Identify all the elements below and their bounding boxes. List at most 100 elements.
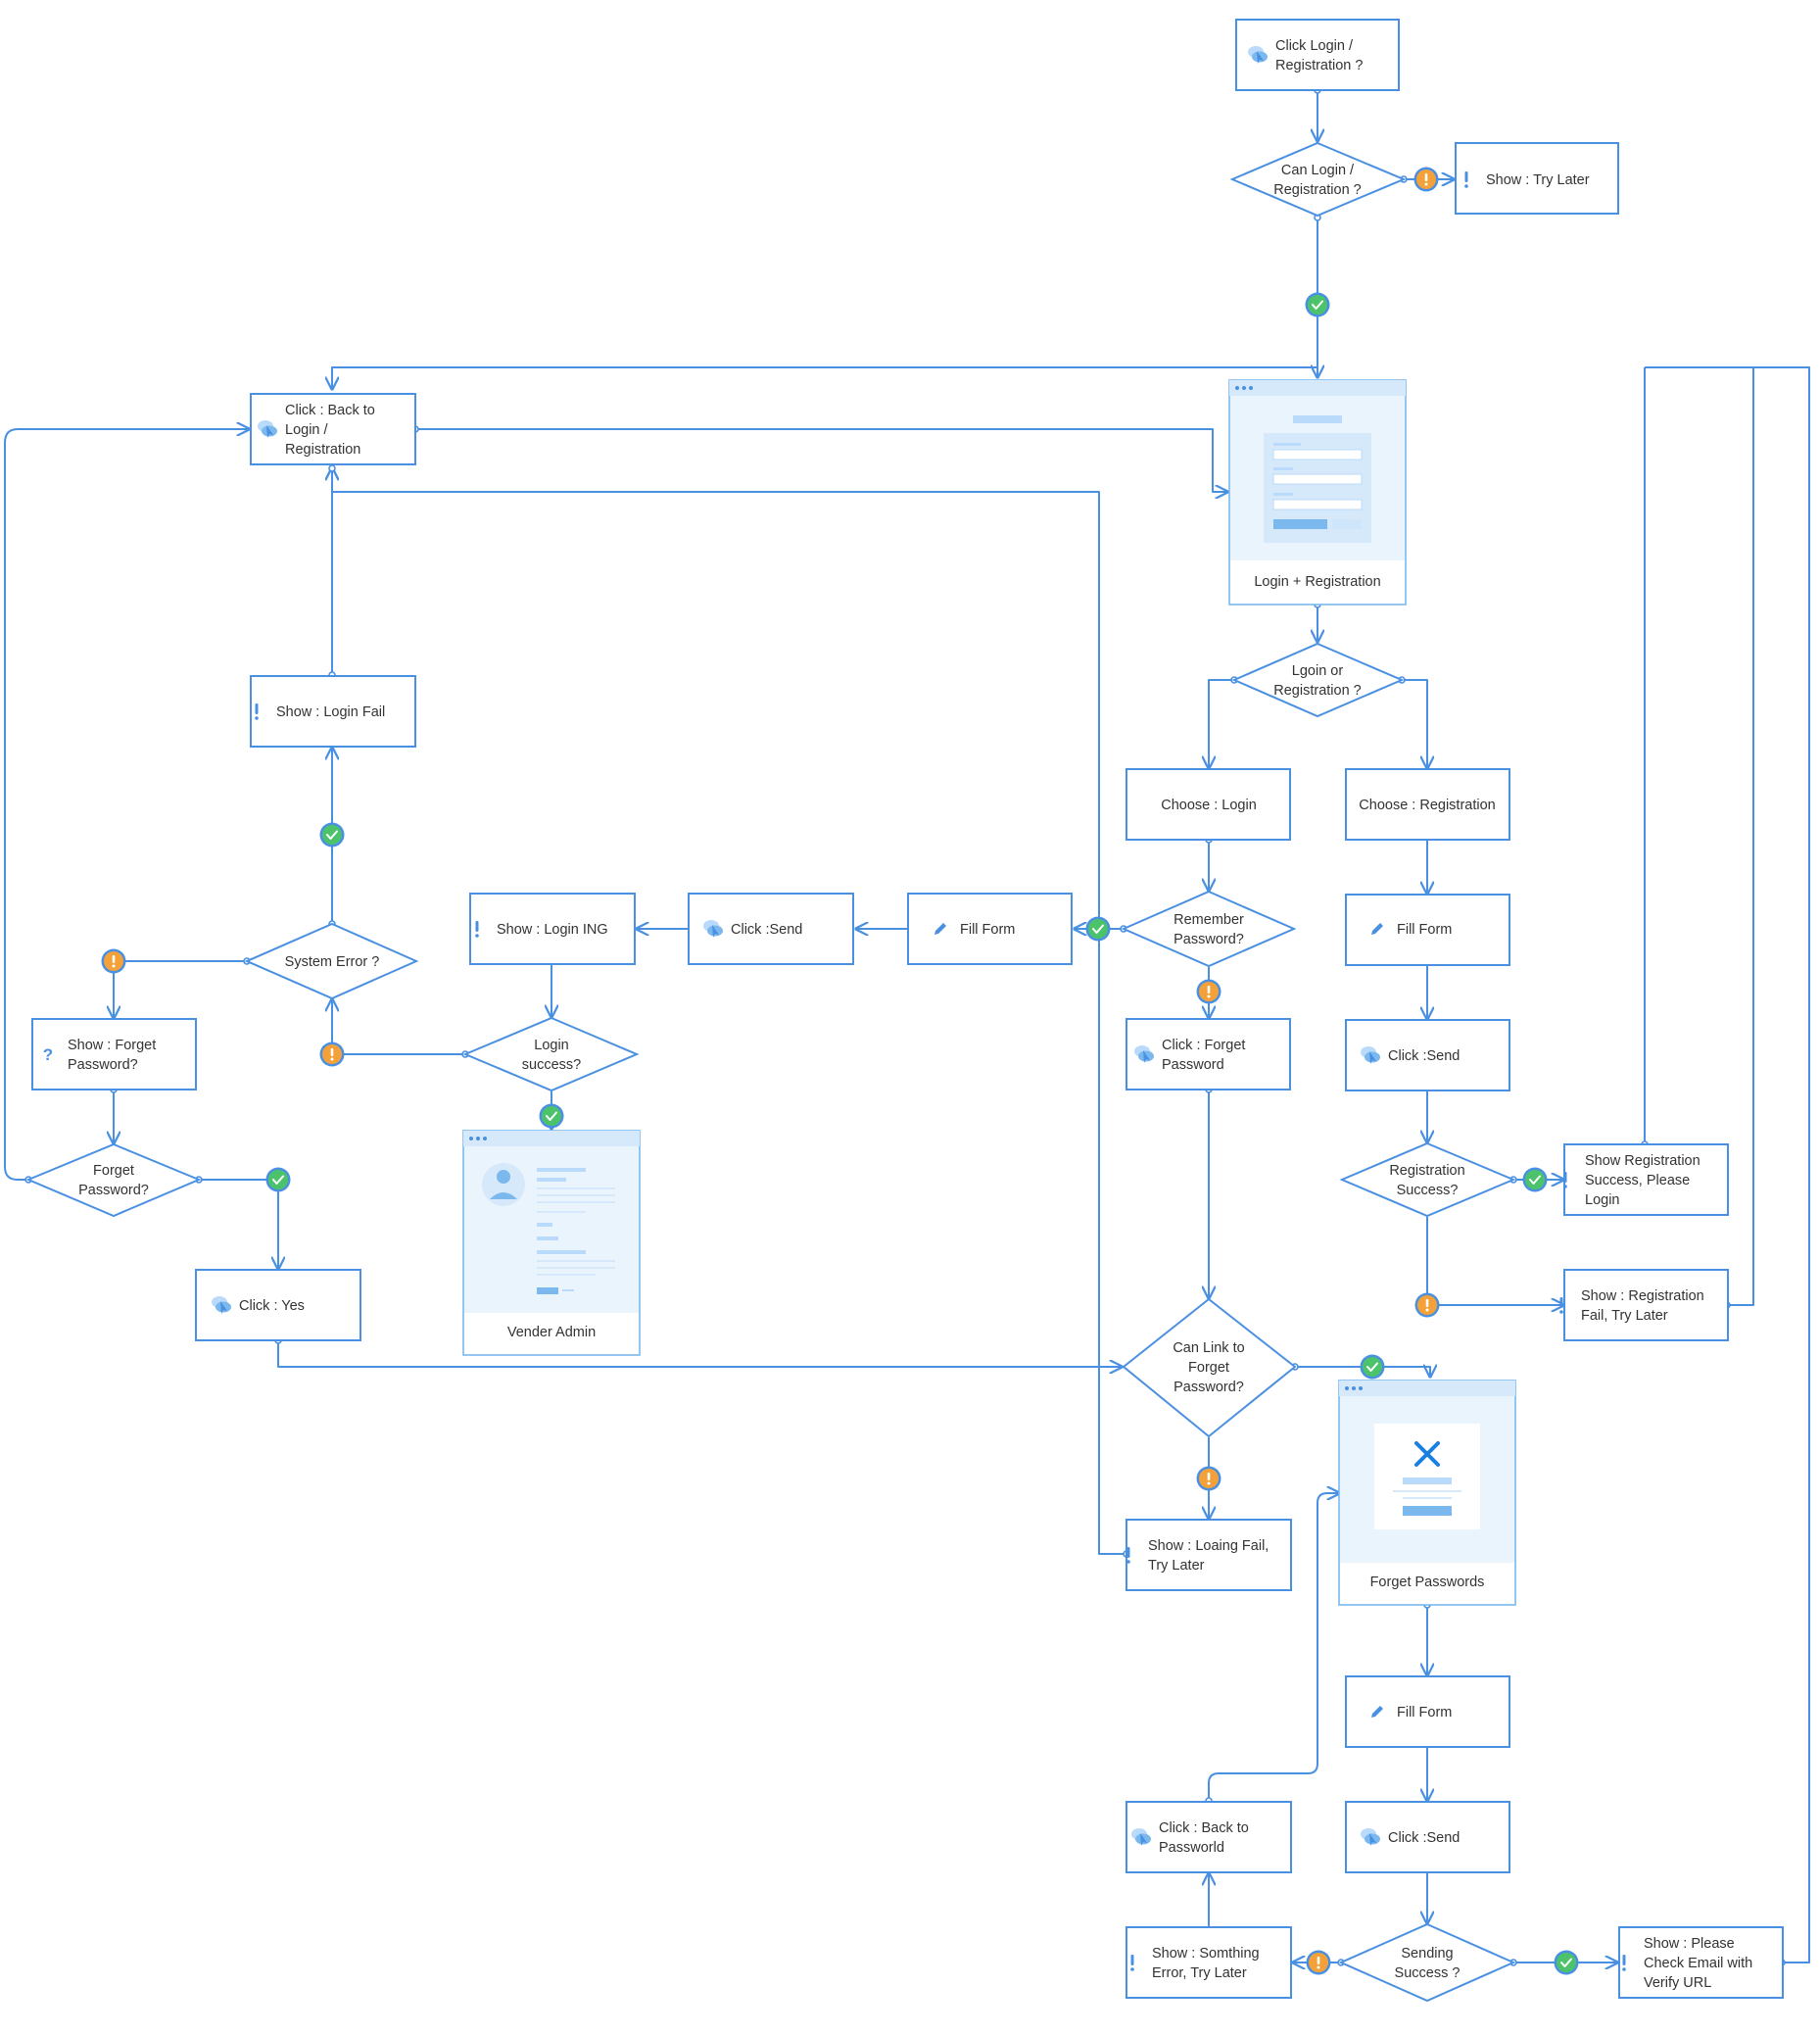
node-text-line: Sending (1401, 1946, 1453, 1962)
decision-login-success (462, 1016, 640, 1092)
check-badge-icon (1522, 1167, 1548, 1192)
check-badge-icon (1360, 1354, 1385, 1380)
screen-vender-admin: Vender Admin (462, 1130, 641, 1356)
box-show-login-fail (250, 675, 416, 748)
node-text-line: Fill Form (960, 922, 1015, 938)
avatar-icon (482, 1163, 525, 1206)
node-text-line: Choose : Login (1161, 798, 1257, 813)
node-click-send-forget: Click :Send (1361, 1828, 1460, 1846)
node-text-line: Show : Try Later (1486, 172, 1590, 188)
node-text-line: Show : Please (1644, 1936, 1735, 1952)
alert-icon (475, 921, 479, 938)
connector-click-yes-to-can-link (277, 1340, 1122, 1367)
warning-badge-icon (1413, 167, 1439, 192)
alert-icon (1130, 1955, 1134, 1971)
node-click-yes: Click : Yes (212, 1296, 305, 1314)
node-text-line: Login / (285, 422, 329, 438)
node-fill-form-login: Fill Form (934, 922, 1015, 938)
connector-loading-fail-to-back (332, 468, 1126, 1555)
check-badge-icon (1554, 1950, 1579, 1975)
pencil-icon (1371, 923, 1383, 935)
decision-registration-success (1339, 1141, 1516, 1218)
node-text-line: Fill Form (1397, 922, 1452, 938)
check-badge-icon (265, 1167, 291, 1192)
node-text-line: Success? (1397, 1183, 1459, 1198)
svg-text:?: ? (43, 1045, 53, 1064)
connector-reg-fail-return (1645, 366, 1754, 1306)
connector-forget-decision-to-click-yes (199, 1179, 278, 1269)
decision-system-error (244, 922, 419, 1000)
screen-forget-passwords: Forget Passwords (1338, 1380, 1516, 1606)
connector-lgoin-to-choose-login (1209, 679, 1234, 768)
connector-check-email-return (1753, 366, 1810, 1963)
node-text-line: Click : Forget (1162, 1038, 1245, 1053)
screen-login-registration: Login + Registration (1228, 379, 1407, 606)
node-text-line: Success, Please (1585, 1173, 1690, 1188)
click-icon (1248, 46, 1268, 64)
box-choose-registration (1345, 768, 1510, 841)
node-text-line: Remember (1173, 912, 1244, 928)
node-text-line: Registration ? (1273, 683, 1361, 699)
check-badge-icon (539, 1103, 564, 1129)
connector-login-success-to-system-error (332, 999, 465, 1055)
node-text-line: Click :Send (1388, 1048, 1460, 1064)
box-click-forget-password (1126, 1018, 1291, 1090)
alert-icon (1622, 1955, 1626, 1971)
node-text-line: Click Login / (1275, 38, 1354, 54)
node-click-login-registration: Click Login /Registration ? (1248, 38, 1363, 73)
decision-can-login-registration (1229, 141, 1407, 218)
warning-badge-icon (1414, 1292, 1440, 1318)
node-text-line: Try Later (1148, 1558, 1205, 1574)
node-click-send-login: Click :Send (703, 920, 802, 938)
alert-icon (255, 703, 259, 720)
node-text-line: Click : Back to (1159, 1820, 1249, 1836)
node-text-line: Show Registration (1585, 1153, 1700, 1169)
connector-forget-decision-to-back (4, 429, 249, 1181)
click-icon (1134, 1045, 1154, 1063)
box-click-yes (195, 1269, 361, 1341)
node-click-send-registration: Click :Send (1361, 1046, 1460, 1064)
node-text-line: Login (534, 1038, 568, 1053)
box-show-something-error (1126, 1926, 1292, 1999)
node-text-line: Password? (1173, 1380, 1244, 1395)
node-text-line: Show : Somthing (1152, 1946, 1260, 1962)
node-text-line: Click :Send (731, 922, 802, 938)
decision-login-or-registration (1231, 642, 1405, 718)
check-badge-icon (1085, 916, 1111, 942)
close-icon (1414, 1441, 1440, 1467)
node-text-line: Password? (68, 1057, 138, 1073)
node-text-line: Show : Registration (1581, 1288, 1704, 1304)
warning-badge-icon (1196, 979, 1221, 1004)
node-text-line: Show : Login Fail (276, 704, 385, 720)
warning-badge-icon (101, 948, 126, 974)
node-text-line: Can Login / (1281, 163, 1355, 178)
warning-badge-icon (319, 1042, 345, 1067)
status-badges (101, 167, 1579, 1975)
node-text-line: Verify URL (1644, 1975, 1711, 1991)
decision-can-link-forget-password (1122, 1297, 1297, 1438)
pencil-icon (934, 923, 946, 935)
screen-label: Forget Passwords (1370, 1575, 1485, 1590)
connector-top-bus (332, 366, 1317, 389)
connector-can-link-to-forget-screen (1295, 1367, 1430, 1377)
node-show-login-ing: Show : Login ING (475, 921, 608, 938)
connector-back-to-login-screen (415, 428, 1227, 492)
node-text-line: Registration ? (1273, 182, 1361, 198)
decision-remember-password (1121, 890, 1297, 968)
node-text-line: Can Link to (1173, 1340, 1244, 1356)
node-show-loading-fail: Show : Loaing Fail,Try Later (1126, 1538, 1269, 1574)
box-show-forget-password (31, 1018, 197, 1090)
connector-reg-success-to-show-fail (1426, 1217, 1563, 1305)
click-icon (212, 1296, 231, 1314)
